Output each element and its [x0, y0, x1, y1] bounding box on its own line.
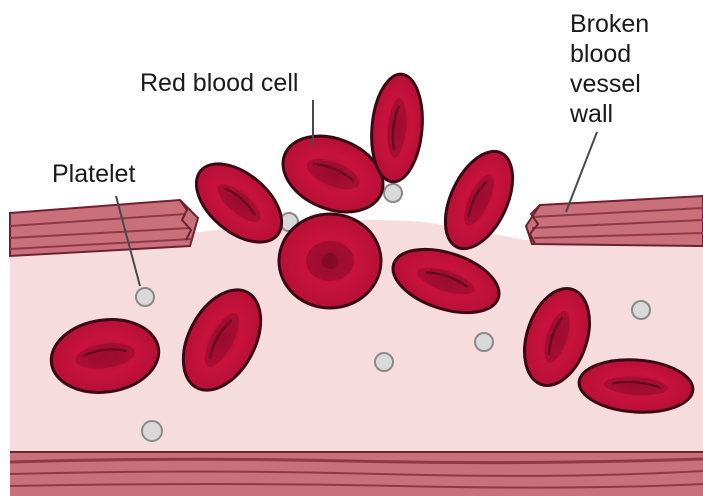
platelet	[375, 353, 393, 371]
platelet	[384, 184, 402, 202]
broken-wall-label-line-4: wall	[569, 100, 613, 128]
red-blood-cell	[279, 214, 381, 308]
vessel-wall-bottom	[10, 452, 703, 496]
platelet-label: Platelet	[52, 160, 135, 188]
red-blood-cell	[367, 72, 426, 184]
broken-wall-label-line-2: blood	[570, 40, 631, 68]
vessel-wall-top-left	[10, 200, 198, 256]
broken-wall-label-line-1: Broken	[570, 10, 649, 38]
platelet	[632, 301, 650, 319]
vessel-wall-top-right	[526, 196, 703, 246]
broken-wall-label-line-3: vessel	[570, 70, 641, 98]
red-blood-cell-label: Red blood cell	[140, 69, 298, 97]
platelet	[136, 288, 154, 306]
platelet	[475, 333, 493, 351]
platelet	[142, 421, 162, 441]
broken-wall-leader-line	[566, 132, 597, 212]
